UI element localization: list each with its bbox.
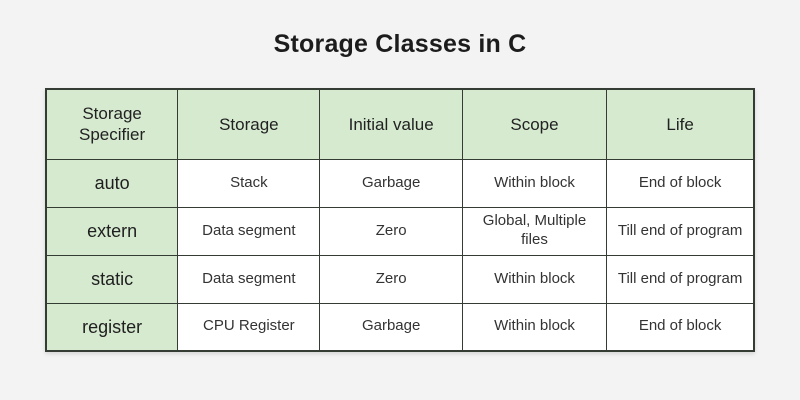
table-row-extern: extern Data segment Zero Global, Multipl…	[45, 206, 755, 256]
cell-static-life: Till end of program	[606, 254, 755, 304]
cell-register-life: End of block	[606, 302, 755, 352]
cell-extern-initial-value: Zero	[319, 206, 463, 256]
header-life: Life	[606, 88, 755, 160]
cell-static-scope: Within block	[461, 254, 608, 304]
header-scope: Scope	[461, 88, 608, 160]
page-title: Storage Classes in C	[273, 30, 527, 58]
cell-specifier-extern: extern	[45, 206, 179, 256]
cell-extern-storage: Data segment	[177, 206, 321, 256]
cell-static-storage: Data segment	[177, 254, 321, 304]
cell-auto-initial-value: Garbage	[319, 158, 463, 208]
cell-register-initial-value: Garbage	[319, 302, 463, 352]
header-row: Storage Specifier Storage Initial value …	[45, 88, 755, 160]
table-row-static: static Data segment Zero Within block Ti…	[45, 254, 755, 304]
storage-classes-table-container: Storage Specifier Storage Initial value …	[45, 88, 755, 352]
cell-register-scope: Within block	[461, 302, 608, 352]
table-row-register: register CPU Register Garbage Within blo…	[45, 302, 755, 352]
cell-auto-scope: Within block	[461, 158, 608, 208]
header-initial-value: Initial value	[319, 88, 463, 160]
cell-auto-life: End of block	[606, 158, 755, 208]
header-storage-specifier: Storage Specifier	[45, 88, 179, 160]
cell-static-initial-value: Zero	[319, 254, 463, 304]
cell-auto-storage: Stack	[177, 158, 321, 208]
cell-specifier-static: static	[45, 254, 179, 304]
cell-extern-life: Till end of program	[606, 206, 755, 256]
storage-classes-table: Storage Specifier Storage Initial value …	[45, 88, 755, 352]
cell-specifier-auto: auto	[45, 158, 179, 208]
header-storage: Storage	[177, 88, 321, 160]
cell-extern-scope: Global, Multiple files	[461, 206, 608, 256]
cell-specifier-register: register	[45, 302, 179, 352]
table-row-auto: auto Stack Garbage Within block End of b…	[45, 158, 755, 208]
cell-register-storage: CPU Register	[177, 302, 321, 352]
